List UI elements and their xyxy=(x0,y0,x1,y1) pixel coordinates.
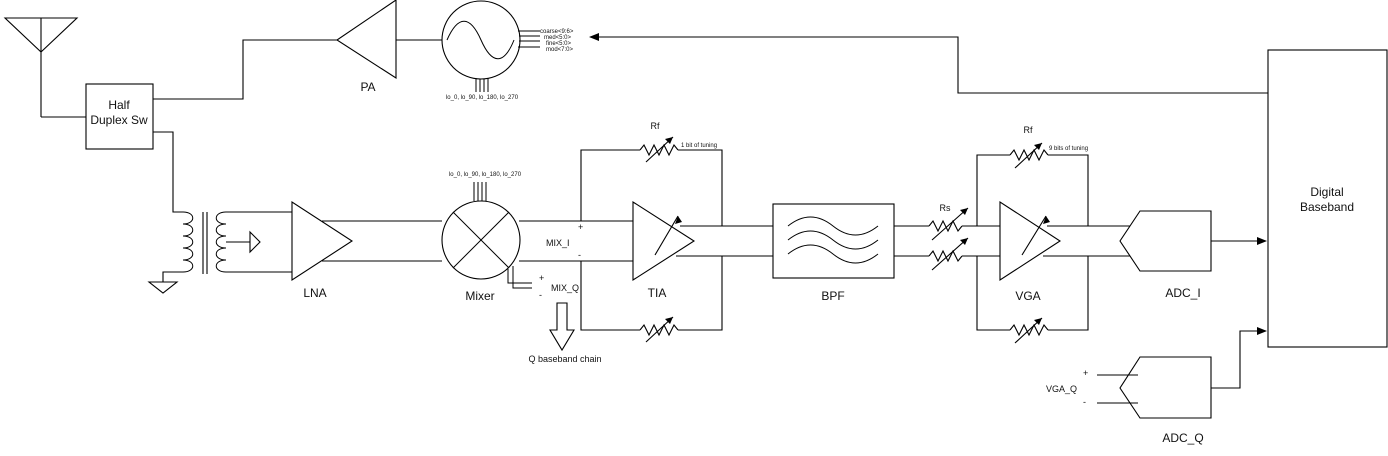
vga-amplifier: VGA xyxy=(999,200,1062,303)
mix-i-label: MIX_I xyxy=(546,238,570,248)
vga-feedback-resistor-bottom xyxy=(976,256,1089,344)
vga-label: VGA xyxy=(1015,289,1040,303)
mix-i-plus: + xyxy=(578,222,583,232)
half-duplex-label-1: Half xyxy=(108,98,130,112)
rs-label: Rs xyxy=(940,203,951,213)
lo-ctrl-med: med<5:0> xyxy=(544,35,572,41)
vga-rf-label: Rf xyxy=(1024,125,1033,135)
half-duplex-label-2: Duplex Sw xyxy=(90,113,148,127)
digital-baseband-label-2: Baseband xyxy=(1300,200,1354,214)
mixer-lo-inputs-label: lo_0, lo_90, lo_180, lo_270 xyxy=(449,172,522,178)
adc-q-label: ADC_Q xyxy=(1162,431,1203,445)
wire-switch-to-pa xyxy=(153,39,337,100)
adc-q-plus: + xyxy=(1083,368,1088,378)
lna-label: LNA xyxy=(303,286,326,300)
mix-i-minus: - xyxy=(578,250,581,260)
tia-label: TIA xyxy=(648,286,667,300)
ground-icon xyxy=(147,281,179,294)
rs-resistors: Rs xyxy=(928,203,969,271)
bpf-label: BPF xyxy=(821,289,844,303)
sine-wave-icon xyxy=(446,20,515,60)
q-baseband-chain-arrow-icon: Q baseband chain xyxy=(528,302,602,364)
adc-i-label: ADC_I xyxy=(1165,286,1200,300)
mix-q-label: MIX_Q xyxy=(551,283,579,293)
pa-amplifier: PA xyxy=(336,0,397,94)
bandpass-filter: BPF xyxy=(772,203,895,303)
adc-q-minus: - xyxy=(1083,397,1086,407)
vga-feedback-resistor-top: Rf 9 bits of tuning xyxy=(976,125,1089,226)
digital-baseband: Digital Baseband xyxy=(1267,49,1388,348)
lo-ctrl-coarse: coarse<9:6> xyxy=(540,29,574,35)
vga-rf-tuning-note: 9 bits of tuning xyxy=(1049,146,1088,152)
q-baseband-chain-label: Q baseband chain xyxy=(528,354,601,364)
lo-ctrl-fine: fine<5:0> xyxy=(546,41,572,47)
tia-rf-tuning-note: 1 bit of tuning xyxy=(681,143,717,149)
local-oscillator: coarse<9:6> med<5:0> fine<5:0> mod<7:0> … xyxy=(441,0,574,101)
lo-ctrl-mod: mod<7:0> xyxy=(546,47,574,53)
antenna-icon xyxy=(3,17,86,118)
mix-q-plus: + xyxy=(539,273,544,283)
pa-label: PA xyxy=(360,80,375,94)
tia-feedback-resistor-top: Rf 1 bit of tuning xyxy=(580,121,723,226)
wire-digital-to-lo xyxy=(589,33,1268,94)
lna-amplifier: LNA xyxy=(291,200,354,300)
vga-q-label: VGA_Q xyxy=(1046,384,1077,394)
tia-amplifier: TIA xyxy=(632,200,696,300)
adc-q: + - VGA_Q ADC_Q xyxy=(1046,356,1212,445)
lo-phase-outputs-label: lo_0, lo_90, lo_180, lo_270 xyxy=(446,95,519,101)
half-duplex-switch: Half Duplex Sw xyxy=(85,83,154,150)
tia-feedback-resistor-bottom xyxy=(580,256,723,343)
adc-i: ADC_I xyxy=(1119,210,1212,300)
tia-rf-label: Rf xyxy=(651,121,660,131)
balun-transformer-icon xyxy=(147,211,271,294)
mixer-label: Mixer xyxy=(465,289,494,303)
digital-baseband-label-1: Digital xyxy=(1310,185,1343,199)
wire-adc-q-to-digital xyxy=(1211,327,1267,389)
mix-q-minus: - xyxy=(539,290,542,300)
wire-switch-to-balun xyxy=(153,131,183,213)
mixer: lo_0, lo_90, lo_180, lo_270 Mixer xyxy=(441,172,522,303)
